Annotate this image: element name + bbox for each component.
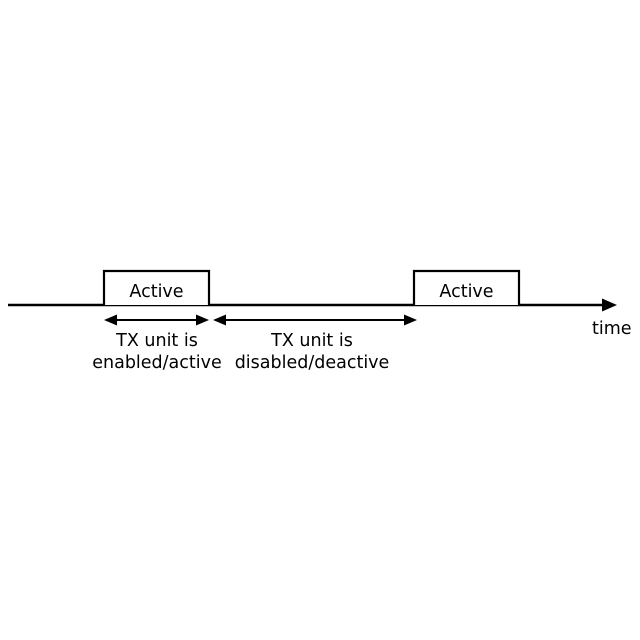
interval-enabled-arrowhead-right: [196, 314, 209, 326]
time-axis-arrowhead: [602, 298, 617, 312]
interval-enabled-arrow: [104, 314, 209, 326]
interval-enabled-arrowhead-left: [104, 314, 117, 326]
active-pulse-2: Active: [412, 269, 521, 305]
active-pulse-1-outline: [102, 269, 211, 305]
active-pulse-2-outline: [412, 269, 521, 305]
interval-disabled-caption-line1: TX unit is: [270, 331, 353, 351]
interval-enabled-caption: TX unit is enabled/active: [92, 331, 222, 373]
time-axis-label: time: [592, 319, 632, 339]
interval-enabled-caption-line2: enabled/active: [92, 353, 222, 373]
interval-enabled-caption-line1: TX unit is: [115, 331, 198, 351]
active-pulse-1-label: Active: [129, 282, 183, 302]
active-pulse-1: Active: [102, 269, 211, 305]
interval-disabled-arrowhead-right: [404, 314, 417, 326]
interval-disabled-caption-line2: disabled/deactive: [235, 353, 390, 373]
active-pulse-2-label: Active: [439, 282, 493, 302]
interval-disabled-arrow: [213, 314, 417, 326]
interval-disabled-caption: TX unit is disabled/deactive: [235, 331, 390, 373]
interval-disabled-arrowhead-left: [213, 314, 226, 326]
